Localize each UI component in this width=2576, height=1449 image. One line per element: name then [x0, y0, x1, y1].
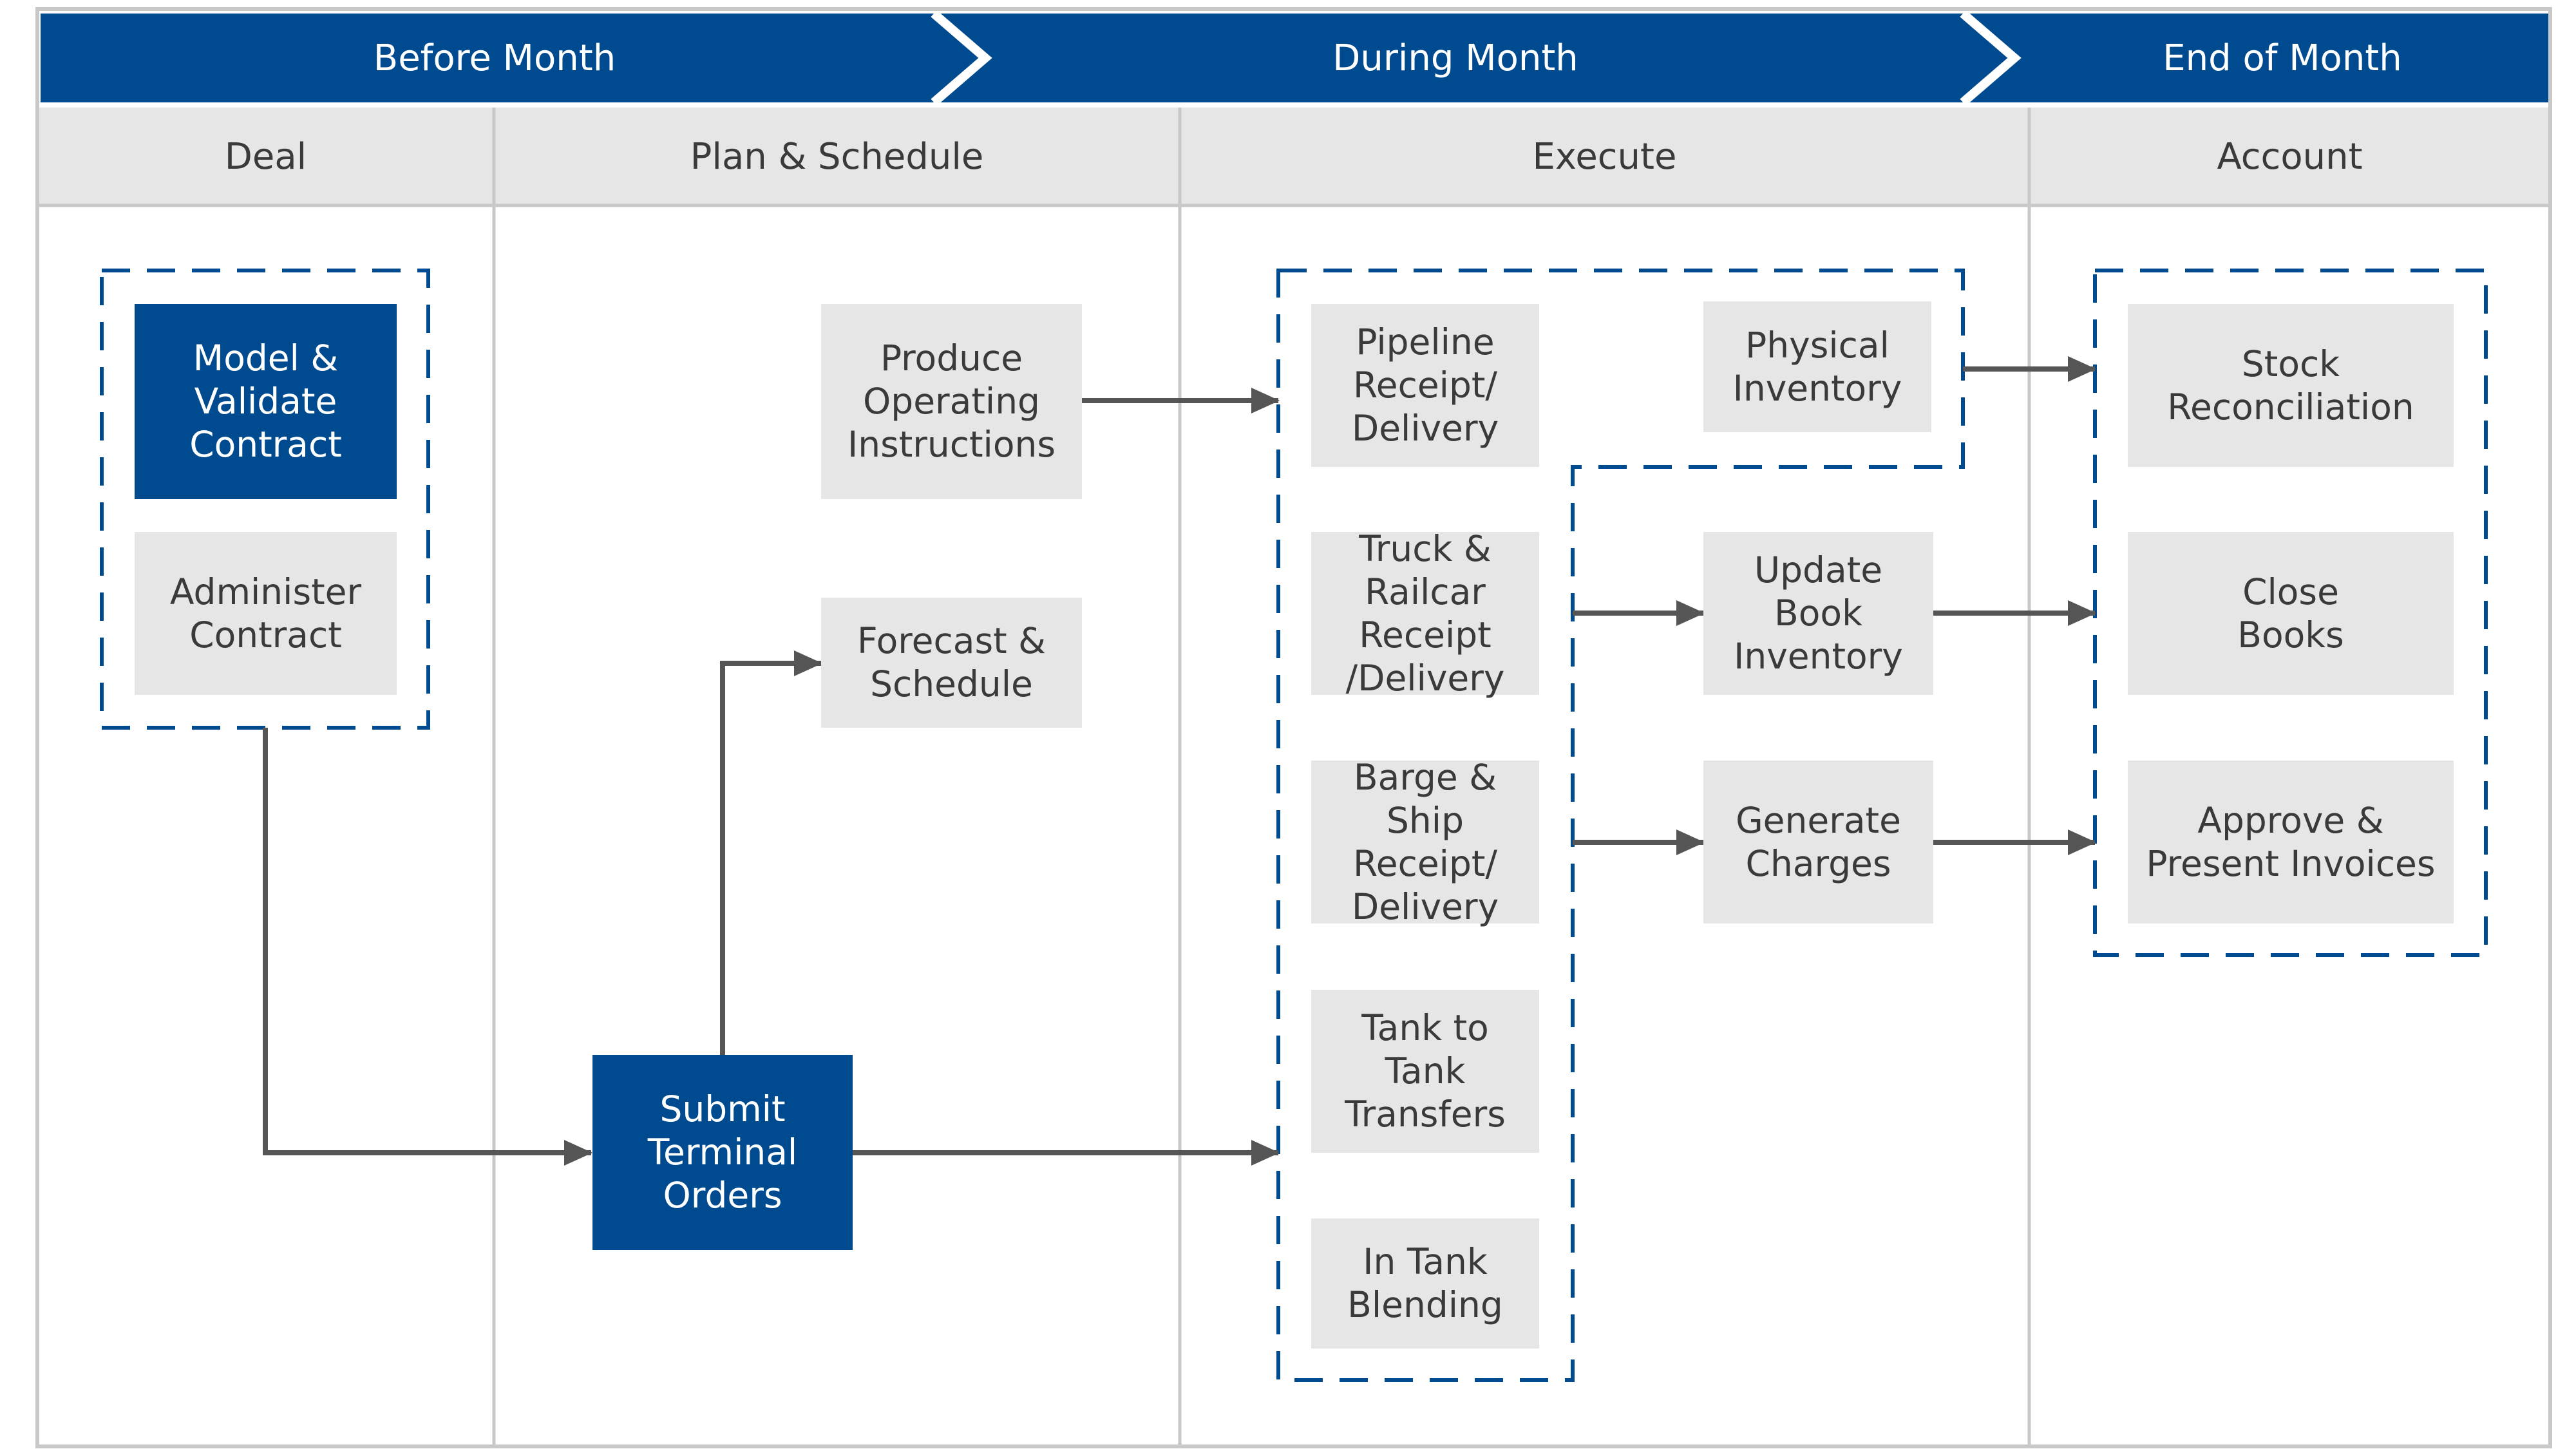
box-stock-reconciliation: Stock Reconciliation: [2128, 304, 2454, 467]
box-produce-operating-instructions: Produce Operating Instructions: [821, 304, 1082, 499]
execute-group-dashed: [1276, 269, 1965, 1382]
box-pipeline-receipt-delivery: Pipeline Receipt/ Delivery: [1311, 304, 1539, 467]
box-close-books: Close Books: [2128, 532, 2454, 695]
box-in-tank-blending: In Tank Blending: [1311, 1218, 1539, 1349]
phase-chevron-1: [931, 10, 992, 106]
phase-label-before-month: Before Month: [373, 37, 616, 79]
box-model-validate-contract: Model & Validate Contract: [135, 304, 397, 499]
lane-header-band: [37, 108, 2550, 205]
lane-header-account: Account: [2217, 135, 2363, 178]
box-physical-inventory: Physical Inventory: [1703, 301, 1931, 432]
lane-header-deal: Deal: [224, 135, 307, 178]
lane-header-execute: Execute: [1532, 135, 1677, 178]
box-tank-to-tank-transfers: Tank to Tank Transfers: [1311, 990, 1539, 1153]
box-truck-railcar-receipt-delivery: Truck & Railcar Receipt /Delivery: [1311, 528, 1539, 699]
box-generate-charges: Generate Charges: [1703, 761, 1933, 923]
box-barge-ship-receipt-delivery: Barge & Ship Receipt/ Delivery: [1311, 757, 1539, 927]
box-administer-contract: Administer Contract: [135, 532, 397, 695]
lane-header-plan-schedule: Plan & Schedule: [690, 135, 984, 178]
arrow-orders-to-forecast: [720, 650, 822, 1055]
box-forecast-schedule: Forecast & Schedule: [821, 598, 1082, 728]
outer-frame: [35, 7, 2552, 1448]
box-submit-terminal-orders: Submit Terminal Orders: [592, 1055, 853, 1250]
phase-chevron-2: [1960, 10, 2022, 106]
arrow-contract-to-orders: [263, 728, 592, 1166]
phase-label-end-of-month: End of Month: [2163, 37, 2402, 79]
phase-label-during-month: During Month: [1332, 37, 1578, 79]
box-update-book-inventory: Update Book Inventory: [1703, 532, 1933, 695]
box-approve-present-invoices: Approve & Present Invoices: [2128, 761, 2454, 923]
phase-banner: [41, 14, 2550, 102]
